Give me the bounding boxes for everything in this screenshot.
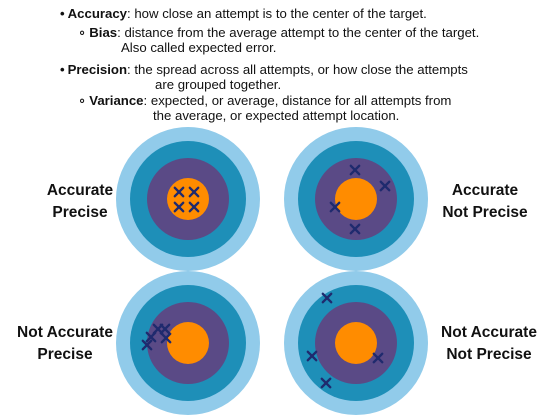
target-not-accurate-precise	[116, 271, 260, 415]
bullet-icon: •	[60, 6, 65, 21]
hit-x-marker-icon	[145, 331, 157, 343]
label-line-1: Accurate	[46, 182, 114, 199]
bullet-icon: •	[60, 62, 65, 77]
bullseye	[167, 322, 209, 364]
bias-continuation: Also called expected error.	[121, 40, 277, 55]
accuracy-term: Accuracy	[67, 6, 128, 21]
hit-x-marker-icon	[320, 377, 332, 389]
variance-definition: ∘Variance: expected, or average, distanc…	[78, 93, 451, 109]
hit-x-marker-icon	[372, 352, 384, 364]
hit-x-marker-icon	[159, 323, 171, 335]
bias-definition: ∘Bias: distance from the average attempt…	[78, 25, 479, 41]
hit-x-marker-icon	[188, 201, 200, 213]
target-not-accurate-not-precise	[284, 271, 428, 415]
target-accurate-precise	[116, 127, 260, 271]
label-line-2: Precise	[37, 346, 93, 363]
bullseye	[167, 178, 209, 220]
target-label-not-accurate-precise: Not Accurate Precise	[0, 322, 130, 366]
variance-continuation: the average, or expected attempt locatio…	[153, 108, 400, 123]
label-line-2: Not Precise	[446, 346, 532, 363]
bias-text: : distance from the average attempt to t…	[117, 25, 480, 40]
target-accurate-not-precise	[284, 127, 428, 271]
accuracy-definition: •Accuracy: how close an attempt is to th…	[60, 6, 427, 22]
label-line-1: Not Accurate	[441, 324, 537, 341]
precision-term: Precision	[67, 62, 127, 77]
hit-x-marker-icon	[379, 180, 391, 192]
precision-definition: •Precision: the spread across all attemp…	[60, 62, 468, 78]
hit-x-marker-icon	[173, 201, 185, 213]
label-line-1: Accurate	[451, 182, 519, 199]
accuracy-text: : how close an attempt is to the center …	[127, 6, 427, 21]
target-label-not-accurate-not-precise: Not Accurate Not Precise	[424, 322, 550, 366]
precision-text: : the spread across all attempts, or how…	[127, 62, 468, 77]
hit-x-marker-icon	[160, 332, 172, 344]
label-line-2: Precise	[52, 204, 108, 221]
label-line-2: Not Precise	[442, 204, 528, 221]
precision-continuation: are grouped together.	[155, 77, 282, 92]
sub-bullet-icon: ∘	[78, 25, 87, 40]
variance-term: Variance	[89, 93, 144, 108]
hit-x-marker-icon	[306, 350, 318, 362]
label-line-1: Not Accurate	[17, 324, 113, 341]
hit-x-marker-icon	[349, 164, 361, 176]
hit-x-marker-icon	[349, 223, 361, 235]
hit-x-marker-icon	[173, 186, 185, 198]
hit-x-marker-icon	[329, 201, 341, 213]
variance-text: : expected, or average, distance for all…	[143, 93, 452, 108]
hit-x-marker-icon	[141, 339, 153, 351]
hit-x-marker-icon	[321, 292, 333, 304]
hit-x-marker-icon	[188, 186, 200, 198]
sub-bullet-icon: ∘	[78, 93, 87, 108]
target-label-accurate-precise: Accurate Precise	[15, 180, 145, 224]
bias-term: Bias	[89, 25, 118, 40]
bullseye	[335, 178, 377, 220]
bullseye	[335, 322, 377, 364]
target-label-accurate-not-precise: Accurate Not Precise	[420, 180, 550, 224]
